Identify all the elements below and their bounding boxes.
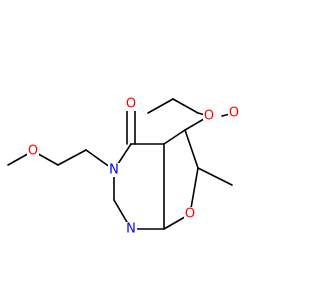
nitrogen-atom-label: N bbox=[109, 163, 119, 178]
atom-bg-carbonyl-o bbox=[125, 97, 137, 111]
nitrogen-atom-label: N bbox=[126, 222, 136, 237]
atom-bg-ester-o bbox=[203, 109, 215, 123]
atom-bg-methoxy-o bbox=[27, 144, 39, 158]
bond-ch2-ch2 bbox=[57, 149, 87, 166]
bond-o7-c6 bbox=[189, 167, 199, 215]
oxygen-atom-label: O bbox=[28, 144, 38, 159]
molecule-structure-canvas: O N N O O O O bbox=[7, 97, 240, 237]
bond-layer bbox=[7, 98, 235, 230]
atom-bg-ester-carbonyl-o bbox=[228, 106, 240, 120]
oxygen-atom-label: O bbox=[126, 97, 136, 112]
atom-bg-n1 bbox=[125, 222, 137, 236]
bond-ethyl-ch3 bbox=[147, 98, 174, 114]
bond-c5-c4a bbox=[163, 129, 186, 145]
bond-ethyl-ch2-o bbox=[172, 98, 199, 114]
bond-c5-c6 bbox=[184, 129, 199, 169]
bond-c6-methyl bbox=[197, 167, 233, 186]
oxygen-atom-label: O bbox=[185, 207, 195, 222]
oxygen-atom-label: O bbox=[204, 109, 214, 124]
atom-bg-ring-o bbox=[184, 207, 196, 221]
oxygen-atom-label: O bbox=[229, 106, 239, 121]
atom-bg-n3 bbox=[108, 163, 120, 177]
atom-label-layer: O N N O O O O bbox=[27, 97, 240, 237]
